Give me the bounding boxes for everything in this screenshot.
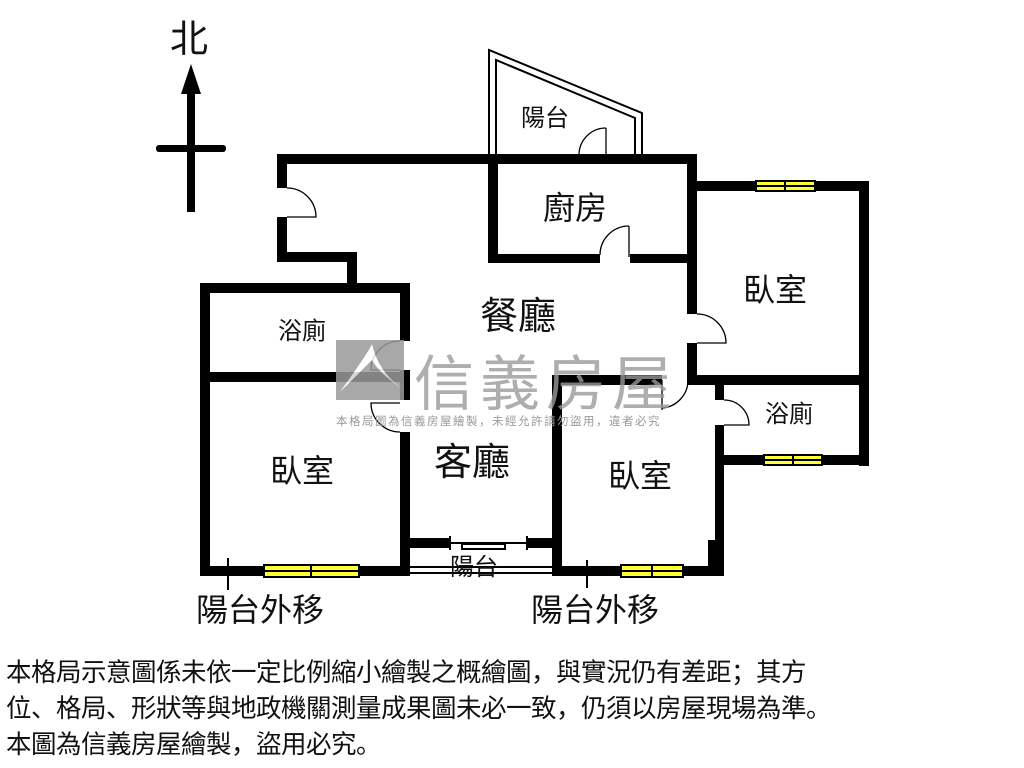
north-label: 北 bbox=[170, 17, 209, 61]
watermark-logo bbox=[336, 340, 404, 400]
balcony-bottom-outline bbox=[408, 536, 553, 574]
floor-plan bbox=[156, 48, 869, 590]
room-label-bedroom-left: 臥室 bbox=[270, 452, 335, 490]
door-bedroom-center bbox=[661, 379, 689, 410]
room-label-kitchen: 廚房 bbox=[543, 189, 608, 227]
window-bedroom-left bbox=[263, 564, 360, 578]
room-label-dining: 餐廳 bbox=[480, 294, 557, 338]
annotation-balcony-moved-left: 陽台外移 bbox=[196, 591, 325, 629]
room-label-balcony-bottom: 陽台 bbox=[450, 553, 498, 581]
room-label-bedroom-center: 臥室 bbox=[608, 457, 673, 495]
window-bedroom-right-top bbox=[755, 180, 816, 192]
room-label-living: 客廳 bbox=[434, 440, 511, 484]
door-balcony-top bbox=[578, 127, 607, 157]
door-bedroom-right bbox=[696, 313, 727, 344]
windows bbox=[263, 180, 823, 578]
door-living-left bbox=[370, 402, 401, 433]
disclaimer-line-3: 本圖為信義房屋繪製，盜用必究。 bbox=[6, 730, 382, 760]
disclaimer-line-2: 位、格局、形狀等與地政機關測量成果圖未必一致，仍須以房屋現場為準。 bbox=[6, 694, 832, 724]
north-arrow-icon bbox=[156, 64, 226, 212]
room-label-balcony-top: 陽台 bbox=[521, 104, 569, 132]
leader-lines bbox=[227, 558, 588, 590]
window-bedroom-center bbox=[620, 564, 684, 578]
disclaimer-line-1: 本格局示意圖係未依一定比例縮小繪製之概繪圖，與實況仍有差距；其方 bbox=[6, 658, 807, 688]
room-label-bathroom-left: 浴廁 bbox=[278, 317, 326, 345]
watermark-notice: 本格局圖為信義房屋繪製，未經允許請勿盜用，違者必究 bbox=[336, 414, 661, 428]
room-label-bathroom-right: 浴廁 bbox=[765, 400, 813, 428]
window-bath-right bbox=[763, 454, 823, 466]
balcony-top-outline bbox=[488, 48, 643, 157]
door-entry bbox=[286, 187, 317, 218]
door-kitchen bbox=[599, 225, 630, 257]
room-label-bedroom-right: 臥室 bbox=[743, 271, 808, 309]
disclaimer: 本格局示意圖係未依一定比例縮小繪製之概繪圖，與實況仍有差距；其方 位、格局、形狀… bbox=[6, 655, 1021, 763]
watermark-brand: 信義房屋 bbox=[414, 350, 678, 420]
door-bath-right bbox=[723, 399, 750, 426]
annotation-balcony-moved-right: 陽台外移 bbox=[531, 591, 660, 629]
